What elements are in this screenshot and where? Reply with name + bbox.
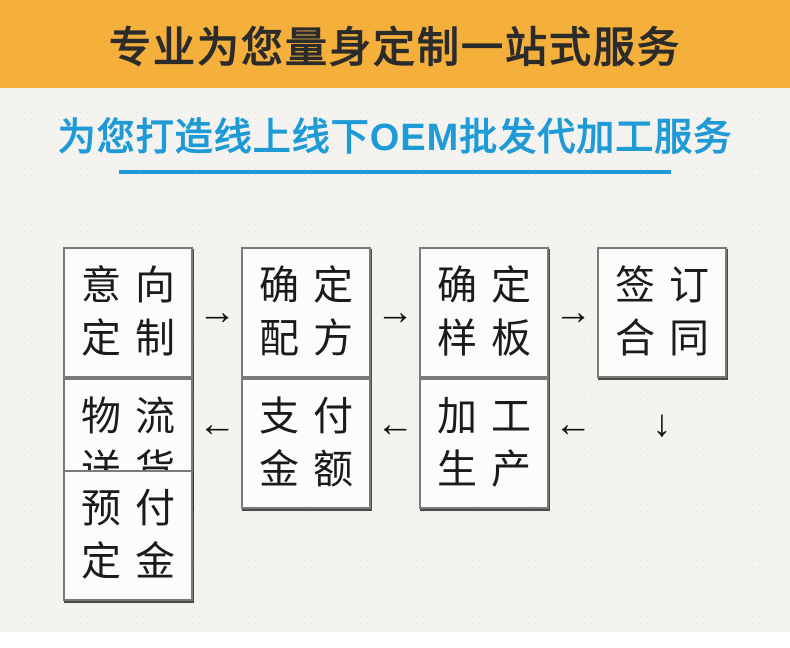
flow-step-sign-contract: 签订 合同: [597, 247, 727, 378]
flow-step-intent-custom: 意向 定制: [63, 247, 193, 378]
step-label-line2: 样板: [437, 316, 545, 361]
step-label-line2: 定金: [81, 539, 189, 584]
arrow-left-icon: ←: [198, 402, 236, 445]
step-label-line2: 合同: [615, 316, 723, 361]
flow-step-processing-production: 加工 生产: [419, 378, 549, 509]
banner-title: 专业为您量身定制一站式服务: [108, 23, 681, 71]
arrow-left-icon: ←: [554, 402, 592, 445]
step-label-line1: 支付: [259, 394, 367, 439]
arrow-right-icon: →: [198, 291, 236, 333]
subtitle-underline: [119, 170, 671, 174]
flow-step-confirm-sample: 确定 样板: [419, 247, 549, 378]
arrow-down-icon: ↓: [652, 402, 672, 445]
bottom-strip: [0, 632, 790, 648]
step-label-line2: 金额: [259, 447, 367, 492]
subtitle-block: 为您打造线上线下OEM批发代加工服务: [0, 88, 790, 174]
flow-step-pay-amount: 支付 金额: [241, 378, 371, 509]
flow-step-advance-deposit: 预付 定金: [63, 470, 193, 601]
arrow-right-icon: →: [376, 291, 414, 333]
step-label-line1: 签订: [615, 263, 723, 308]
subtitle-text: 为您打造线上线下OEM批发代加工服务: [57, 117, 733, 159]
arrow-left-icon: ←: [376, 402, 414, 445]
step-label-line1: 确定: [259, 263, 367, 308]
process-flowchart: 意向 定制 → 确定 配方 → 确定 样板 → 签订 合同 ↓ 物流: [63, 247, 727, 601]
step-label-line2: 定制: [81, 316, 189, 361]
step-label-line2: 生产: [437, 447, 545, 492]
banner: 专业为您量身定制一站式服务: [0, 0, 790, 88]
step-label-line1: 加工: [437, 394, 545, 439]
step-label-line1: 确定: [437, 263, 545, 308]
arrow-right-icon: →: [554, 291, 592, 333]
content-area: 为您打造线上线下OEM批发代加工服务 意向 定制 → 确定 配方 → 确定 样板…: [0, 88, 790, 632]
flow-step-confirm-formula: 确定 配方: [241, 247, 371, 378]
step-label-line1: 物流: [81, 394, 189, 439]
step-label-line2: 配方: [259, 316, 367, 361]
step-label-line1: 预付: [81, 486, 189, 531]
step-label-line1: 意向: [81, 263, 189, 308]
